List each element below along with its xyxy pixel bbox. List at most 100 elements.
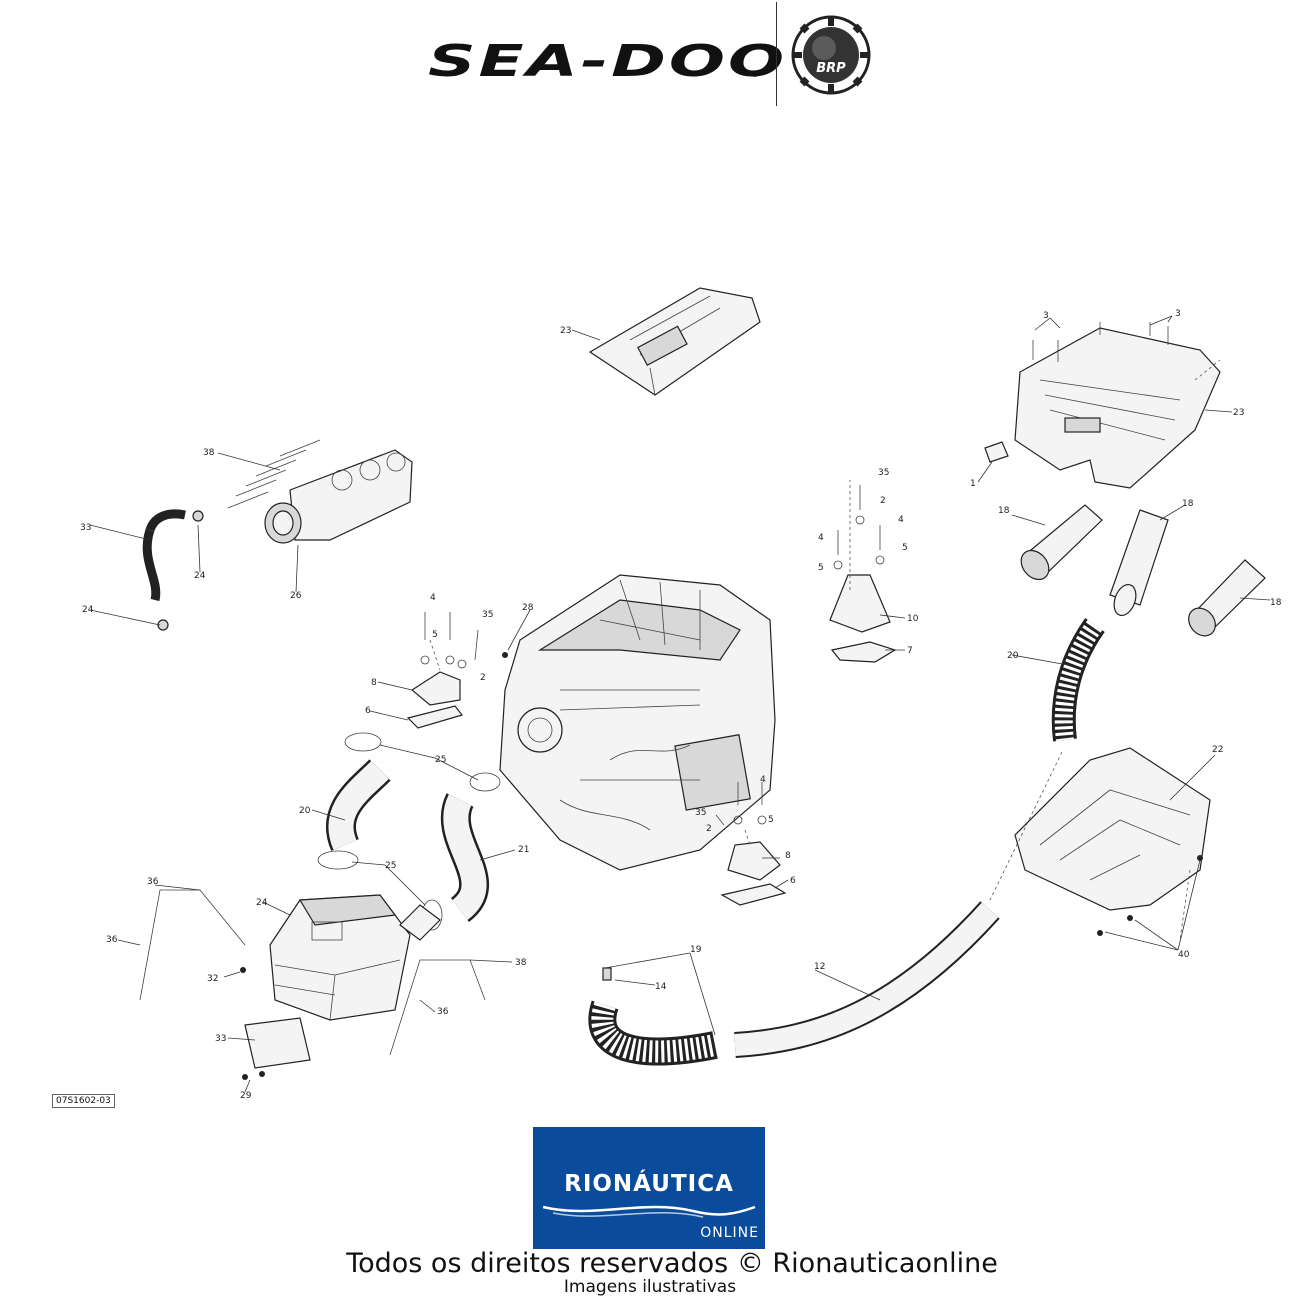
svg-text:8: 8 xyxy=(785,851,791,861)
svg-text:26: 26 xyxy=(290,591,302,601)
svg-text:20: 20 xyxy=(1007,651,1019,661)
svg-text:35: 35 xyxy=(695,808,706,818)
svg-text:22: 22 xyxy=(1212,745,1223,755)
svg-text:2: 2 xyxy=(880,496,886,506)
leader-lines xyxy=(89,315,1271,1093)
plate-32 xyxy=(244,1017,311,1069)
mount-10 xyxy=(829,574,891,633)
strap-34b xyxy=(389,959,486,1056)
bolts-4-5-35 xyxy=(420,485,885,826)
svg-text:14: 14 xyxy=(655,982,667,992)
svg-text:20: 20 xyxy=(299,806,311,816)
svg-text:21: 21 xyxy=(518,845,529,855)
svg-text:18: 18 xyxy=(1270,598,1282,608)
clamp-25 xyxy=(192,510,204,522)
clamp-25b xyxy=(157,619,169,631)
copyright-text: Todos os direitos reservados © Rionautic… xyxy=(346,1248,998,1279)
svg-text:8: 8 xyxy=(371,678,377,688)
hose-33 xyxy=(142,528,161,602)
intercooler-24 xyxy=(269,894,441,1021)
svg-text:36: 36 xyxy=(437,1007,449,1017)
bolts-3 xyxy=(1032,322,1169,362)
svg-text:7: 7 xyxy=(907,646,913,656)
fastener-40a xyxy=(1197,855,1203,861)
svg-text:36: 36 xyxy=(147,877,159,887)
svg-text:5: 5 xyxy=(818,563,824,573)
intake-manifold-38 xyxy=(227,439,413,544)
pan-22 xyxy=(1014,747,1211,911)
svg-text:36: 36 xyxy=(106,935,118,945)
svg-text:2: 2 xyxy=(480,673,486,683)
svg-text:33: 33 xyxy=(80,523,91,533)
logo-divider xyxy=(776,2,777,106)
svg-text:4: 4 xyxy=(430,593,436,603)
svg-text:35: 35 xyxy=(482,610,493,620)
svg-text:6: 6 xyxy=(365,706,371,716)
sea-doo-logo: SEA-DOO xyxy=(428,36,788,87)
svg-text:33: 33 xyxy=(215,1034,226,1044)
engine-block xyxy=(499,574,776,871)
svg-text:1: 1 xyxy=(970,479,976,489)
svg-text:24: 24 xyxy=(256,898,268,908)
svg-text:10: 10 xyxy=(907,614,919,624)
air-ducts-14-15 xyxy=(1020,504,1266,637)
svg-text:5: 5 xyxy=(902,543,908,553)
svg-text:2: 2 xyxy=(706,824,712,834)
svg-text:6: 6 xyxy=(790,876,796,886)
registered-mark: ® xyxy=(751,70,759,79)
svg-text:24: 24 xyxy=(82,605,94,615)
svg-text:4: 4 xyxy=(818,533,824,543)
tube-12 xyxy=(734,901,1000,1058)
svg-text:40: 40 xyxy=(1178,950,1190,960)
svg-text:3: 3 xyxy=(1175,309,1181,319)
wave-icon xyxy=(542,1205,756,1218)
svg-text:25: 25 xyxy=(435,755,446,765)
svg-text:3: 3 xyxy=(1043,311,1049,321)
svg-text:24: 24 xyxy=(194,571,206,581)
brp-logo-icon: BRP xyxy=(791,15,871,95)
gasket-1 xyxy=(984,441,1009,463)
svg-text:5: 5 xyxy=(768,815,774,825)
svg-text:5: 5 xyxy=(432,630,438,640)
rionautica-logo-sub: ONLINE xyxy=(700,1225,759,1241)
svg-text:38: 38 xyxy=(515,958,527,968)
illustrative-note: Imagens ilustrativas xyxy=(563,1277,737,1297)
svg-text:35: 35 xyxy=(878,468,889,478)
clamp-26a xyxy=(344,732,382,752)
svg-text:28: 28 xyxy=(522,603,534,613)
mount-8-left xyxy=(410,671,461,706)
svg-text:4: 4 xyxy=(760,775,766,785)
rionautica-logo-name: RIONÁUTICA xyxy=(564,1171,734,1197)
svg-text:32: 32 xyxy=(207,974,218,984)
diagram-reference-code: 07S1602-03 xyxy=(52,1094,115,1108)
clamp-26b xyxy=(469,772,501,792)
plate-6-right xyxy=(720,883,787,906)
clamp-26c xyxy=(317,850,359,870)
fastener-29b xyxy=(502,652,508,658)
fastener-40b xyxy=(1127,915,1133,921)
engine-cover-11 xyxy=(588,287,761,396)
svg-text:38: 38 xyxy=(203,448,215,458)
mount-8-right xyxy=(727,841,781,881)
fastener-28a xyxy=(242,1074,248,1080)
header: SEA-DOO ® BRP xyxy=(0,0,1300,110)
svg-text:23: 23 xyxy=(560,326,571,336)
fastener-28b xyxy=(259,1071,265,1077)
strap-34a xyxy=(139,889,246,1001)
svg-text:12: 12 xyxy=(814,962,825,972)
svg-text:18: 18 xyxy=(1182,499,1194,509)
svg-text:19: 19 xyxy=(690,945,702,955)
brp-logo-text: BRP xyxy=(816,61,846,76)
svg-text:25: 25 xyxy=(385,861,396,871)
plate-6-left xyxy=(406,705,464,729)
svg-text:4: 4 xyxy=(898,515,904,525)
callout-numbers: 23 3 3 23 1 35 2 4 4 5 5 10 7 18 18 18 2… xyxy=(80,309,1282,1101)
fitting-13 xyxy=(602,967,612,981)
svg-text:23: 23 xyxy=(1233,408,1244,418)
rionautica-logo: RIONÁUTICA ONLINE xyxy=(533,1127,765,1249)
svg-text:29: 29 xyxy=(240,1091,252,1101)
fastener-29 xyxy=(240,967,246,973)
assembly-axes xyxy=(429,359,1221,941)
manifold-cover-23 xyxy=(1014,327,1221,489)
